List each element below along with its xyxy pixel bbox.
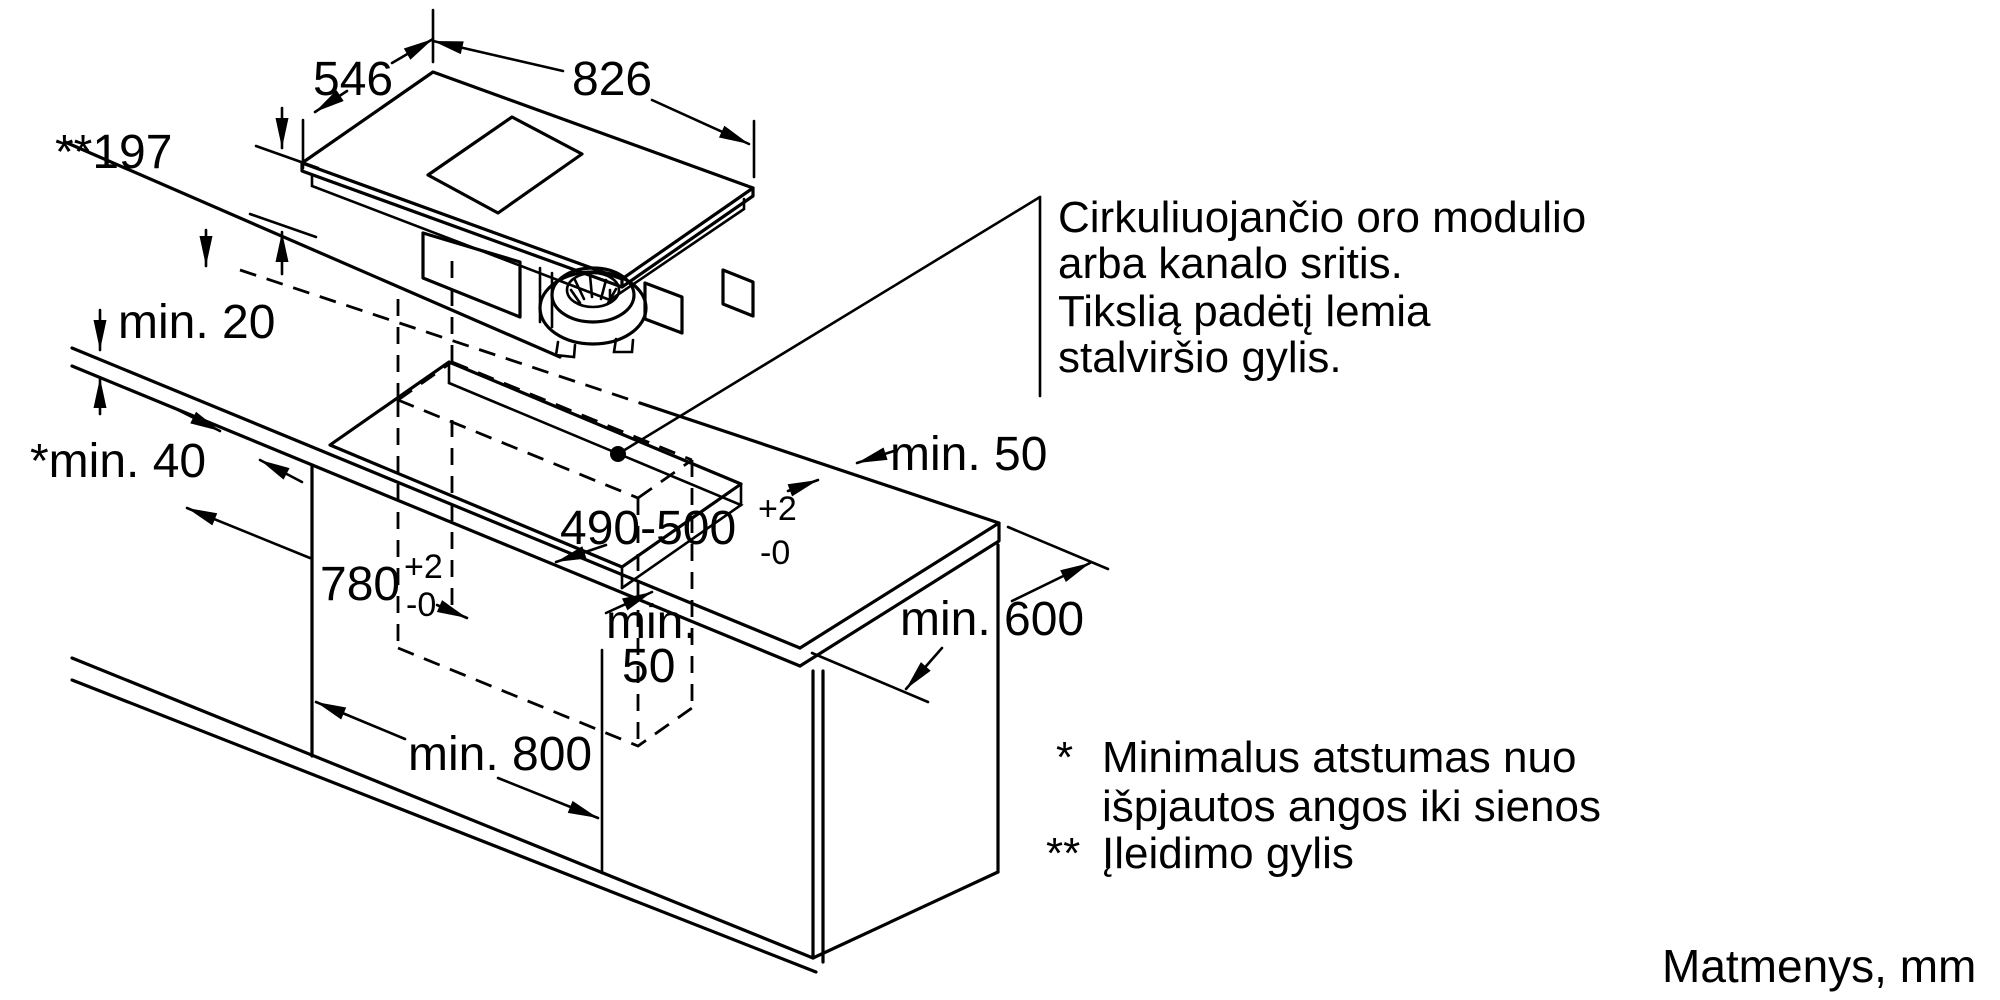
dim-front-clearance-label-2: 50	[622, 640, 675, 693]
dimension-arrows	[93, 8, 1110, 875]
dim-cutout-width-sub: -0	[406, 586, 436, 624]
callout-line-4: stalviršio gylis.	[1058, 333, 1342, 382]
callout-leader-line	[616, 195, 1042, 456]
footnote-2-line-1: Įleidimo gylis	[1102, 829, 1354, 878]
dim-cutout-depth-sub: -0	[760, 534, 790, 572]
wall-lines	[63, 140, 818, 974]
units-note: Matmenys, mm	[1662, 940, 1976, 992]
fan-vanes	[569, 273, 618, 305]
dim-cutout-depth-sup: +2	[758, 490, 797, 528]
duct-dashed-outline	[396, 252, 694, 748]
callout-line-1: Cirkuliuojančio oro modulio	[1058, 193, 1586, 242]
dim-cutout-width-label: 780	[320, 558, 400, 611]
dim-insert-depth-label: **197	[55, 126, 172, 179]
dimension-labels: 546 826 **197 min. 20 *min. 40 490-500 +…	[30, 53, 1084, 781]
callout-line-2: arba kanalo sritis.	[1058, 239, 1403, 288]
dim-hob-depth-label: 546	[313, 53, 393, 106]
footnote-2-marker: **	[1046, 829, 1080, 878]
callout-line-3: Tikslią padėtį lemia	[1058, 287, 1431, 336]
dim-front-clearance-label-1: min.	[606, 596, 697, 649]
footnote-1-line-1: Minimalus atstumas nuo	[1102, 733, 1576, 782]
footnote-1-marker: *	[1056, 733, 1073, 782]
cabinet-drawing	[310, 463, 1000, 964]
callout-text: Cirkuliuojančio oro modulio arba kanalo …	[1058, 193, 1586, 382]
footnote-1-line-2: išpjautos angos iki sienos	[1102, 782, 1601, 831]
dim-cabinet-width-label: min. 800	[408, 728, 592, 781]
dim-cutout-depth-label: 490-500	[560, 502, 736, 555]
dim-hob-width-label: 826	[572, 53, 652, 106]
dim-wall-clearance-label: *min. 40	[30, 435, 206, 488]
dim-worktop-depth-label: min. 600	[900, 593, 1084, 646]
dim-cutout-width-sup: +2	[404, 548, 443, 586]
dim-worktop-thickness-label: min. 20	[118, 296, 275, 349]
footnotes: * Minimalus atstumas nuo išpjautos angos…	[1046, 733, 1601, 878]
dim-rear-clearance-label: min. 50	[890, 428, 1047, 481]
